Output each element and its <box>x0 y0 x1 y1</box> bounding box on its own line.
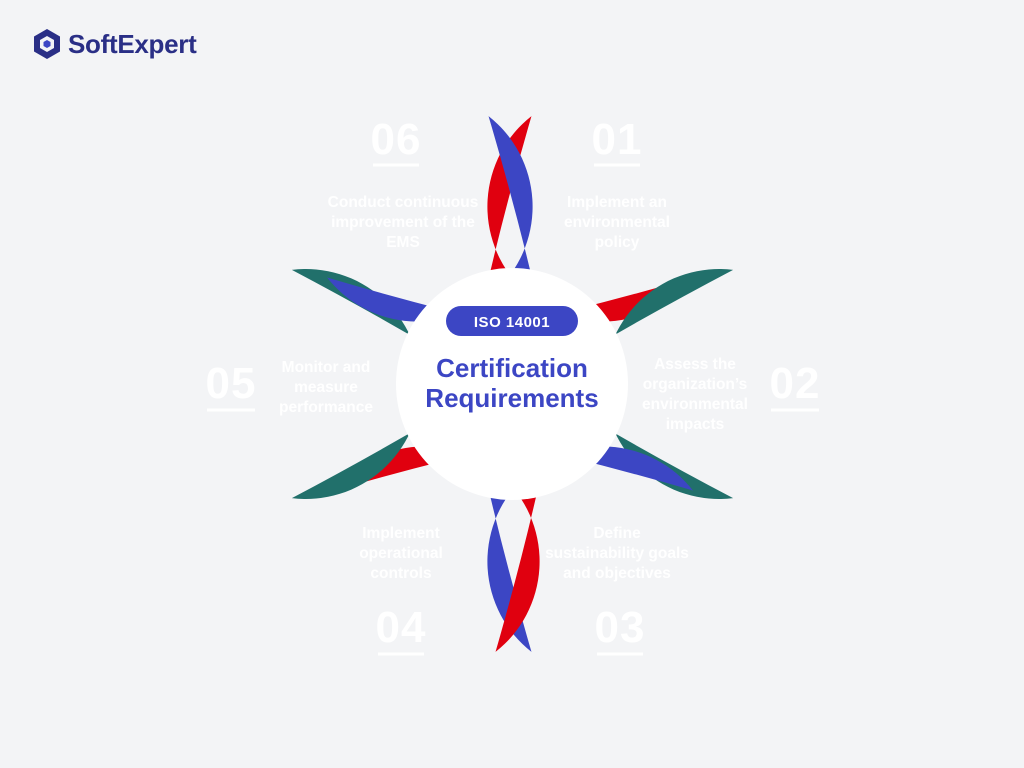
step-text-05: Monitor and <box>282 359 371 376</box>
step-text-02: Assess the <box>654 356 736 373</box>
step-text-06: Conduct continuous <box>328 194 479 211</box>
iso-badge <box>446 306 578 336</box>
step-text-02: impacts <box>666 416 725 433</box>
step-text-05: performance <box>279 399 373 416</box>
step-text-06: improvement of the <box>331 214 475 231</box>
step-text-01: Implement an <box>567 194 667 211</box>
step-text-02: environmental <box>642 396 748 413</box>
step-number-04: 04 <box>376 603 427 652</box>
center-title-line: Requirements <box>425 383 598 413</box>
step-text-03: sustainability goals <box>545 545 689 562</box>
step-text-04: controls <box>370 565 431 582</box>
step-text-04: operational <box>359 545 443 562</box>
brand-name: SoftExpert <box>68 28 197 59</box>
center-title-line: Certification <box>436 353 588 383</box>
step-text-04: Implement <box>362 525 440 542</box>
step-number-06: 06 <box>371 115 422 164</box>
brand-logo: SoftExpert <box>32 28 197 60</box>
step-text-05: measure <box>294 379 358 396</box>
step-text-03: and objectives <box>563 565 671 582</box>
step-number-02: 02 <box>770 359 821 408</box>
step-text-01: policy <box>595 234 640 251</box>
step-number-05: 05 <box>206 359 257 408</box>
step-text-02: organization’s <box>643 376 748 393</box>
iso-badge-label: ISO 14001 <box>474 314 550 331</box>
hexagon-s-icon <box>34 29 60 59</box>
step-text-03: Define <box>593 525 641 542</box>
step-number-03: 03 <box>595 603 646 652</box>
step-number-01: 01 <box>592 115 643 164</box>
step-text-06: EMS <box>386 234 420 251</box>
step-text-01: environmental <box>564 214 670 231</box>
